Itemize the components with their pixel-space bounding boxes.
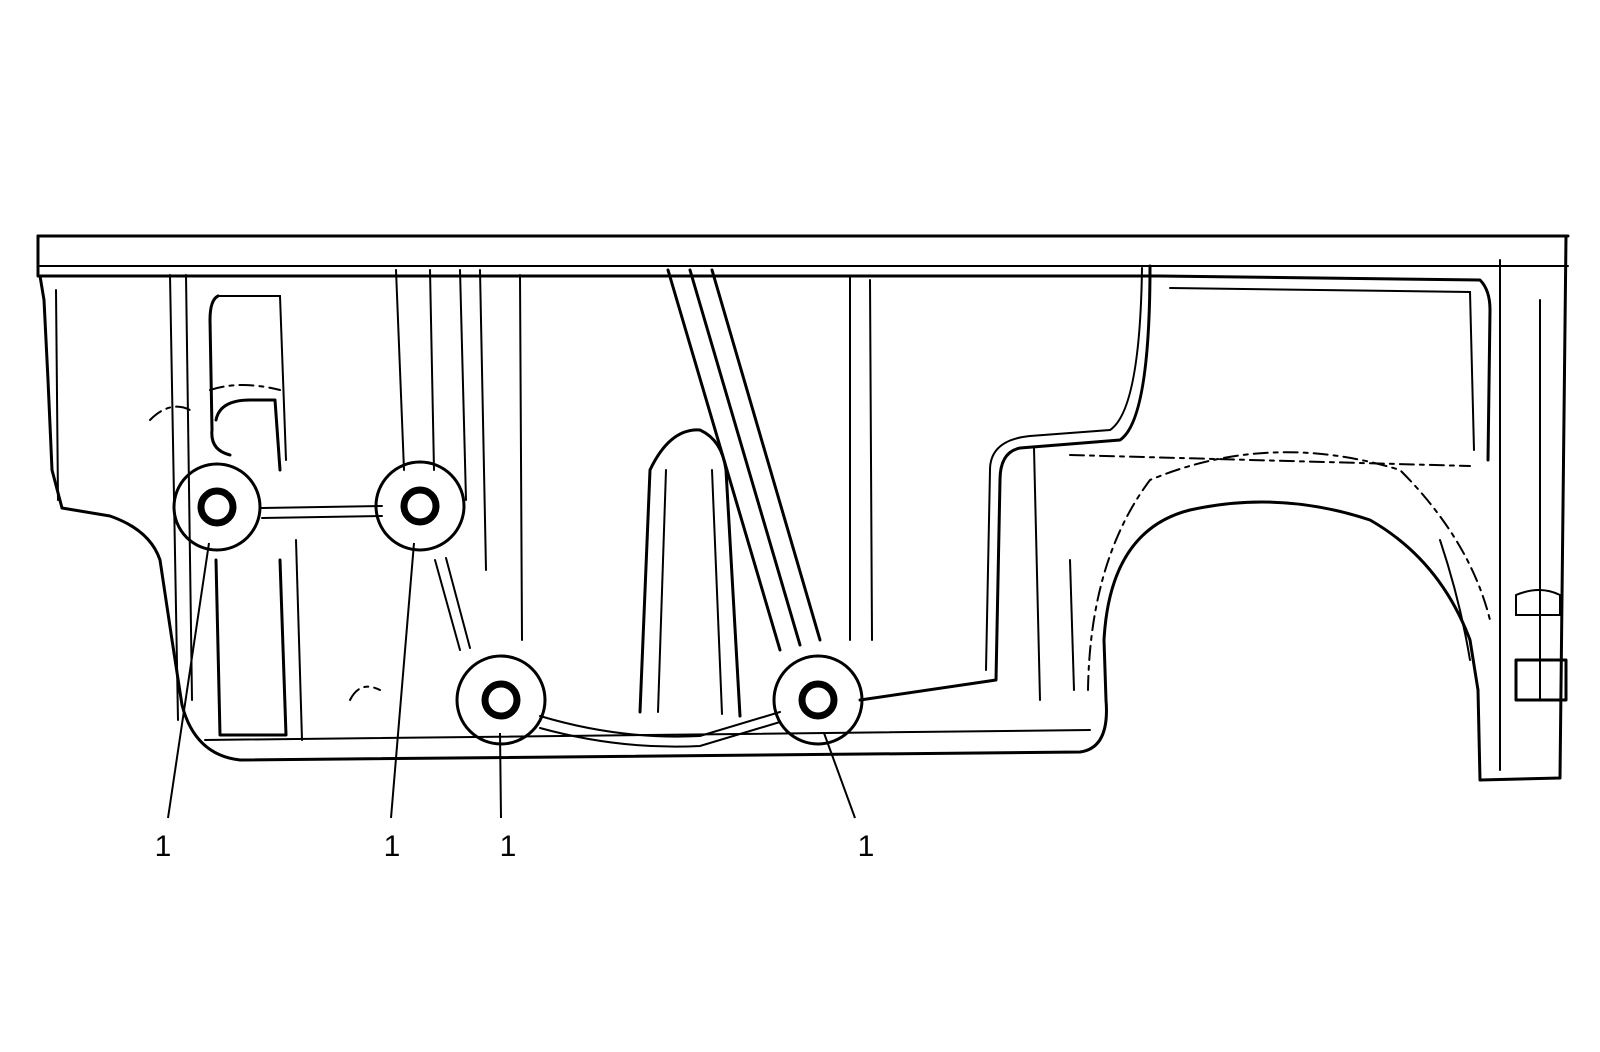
sump-walls — [149, 264, 1492, 748]
bolt-boss-3 — [455, 654, 547, 746]
leader-lines — [167, 542, 856, 819]
bolt-boss-2 — [374, 460, 466, 552]
callout-label-2: 1 — [384, 830, 401, 863]
oil-pan-outline — [36, 234, 1570, 782]
leader-line-3 — [499, 732, 502, 819]
callout-label-1: 1 — [155, 830, 172, 863]
bolt-boss-4 — [772, 654, 864, 746]
leader-line-1 — [167, 542, 210, 819]
bolt-boss-1 — [172, 462, 262, 552]
callout-label-3: 1 — [500, 830, 517, 863]
callout-label-4: 1 — [858, 830, 875, 863]
leader-line-4 — [823, 732, 856, 819]
leader-line-2 — [390, 542, 415, 819]
